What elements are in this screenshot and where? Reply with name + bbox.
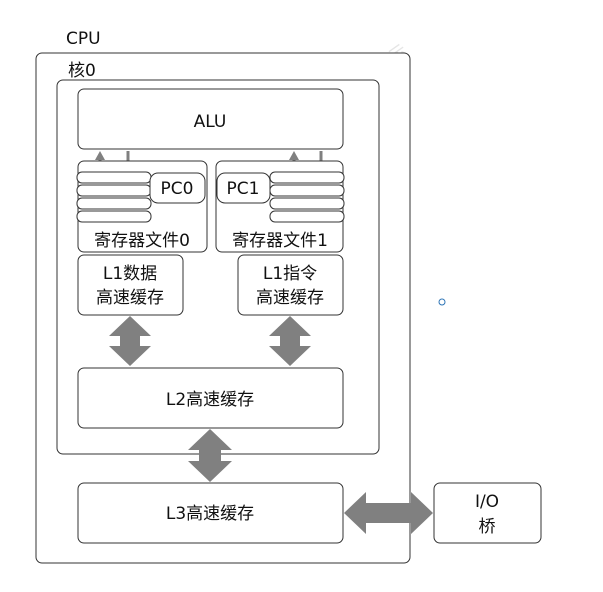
register-file-0-registers bbox=[76, 171, 152, 223]
l2-cache-label: L2高速缓存 bbox=[166, 390, 254, 410]
l2-cache-box bbox=[77, 367, 344, 429]
io-bridge-box bbox=[433, 482, 542, 544]
l1-instruction-cache-box bbox=[237, 254, 344, 316]
l1-instruction-cache-label-line2: 高速缓存 bbox=[256, 288, 324, 308]
register-file-1-label: 寄存器文件1 bbox=[232, 231, 328, 251]
register-file-1-registers bbox=[269, 171, 345, 223]
l1-data-l2-arrow bbox=[109, 316, 151, 366]
alu-label: ALU bbox=[194, 112, 227, 132]
alu-box bbox=[77, 88, 344, 150]
l1-data-cache-box bbox=[77, 254, 184, 316]
l2-l3-arrow bbox=[188, 429, 232, 482]
l1-instruction-cache-label-line1: L1指令 bbox=[263, 264, 317, 284]
core-label: 核0 bbox=[68, 61, 96, 81]
pc0-box bbox=[149, 172, 206, 204]
l1-data-cache-label-line1: L1数据 bbox=[103, 264, 157, 284]
register-file-0-label: 寄存器文件0 bbox=[94, 231, 190, 251]
pc1-label: PC1 bbox=[227, 179, 260, 199]
connection-point-icon bbox=[438, 298, 446, 306]
cpu-label: CPU bbox=[66, 29, 101, 49]
l3-cache-label: L3高速缓存 bbox=[166, 504, 254, 524]
pc0-label: PC0 bbox=[161, 179, 194, 199]
io-bridge-label-line1: I/O bbox=[475, 492, 499, 512]
l3-cache-box bbox=[77, 482, 344, 544]
l1-data-cache-label-line2: 高速缓存 bbox=[96, 288, 164, 308]
l3-io-bridge-arrow bbox=[344, 492, 433, 534]
l1-instruction-l2-arrow bbox=[269, 316, 311, 366]
io-bridge-label-line2: 桥 bbox=[479, 517, 496, 537]
